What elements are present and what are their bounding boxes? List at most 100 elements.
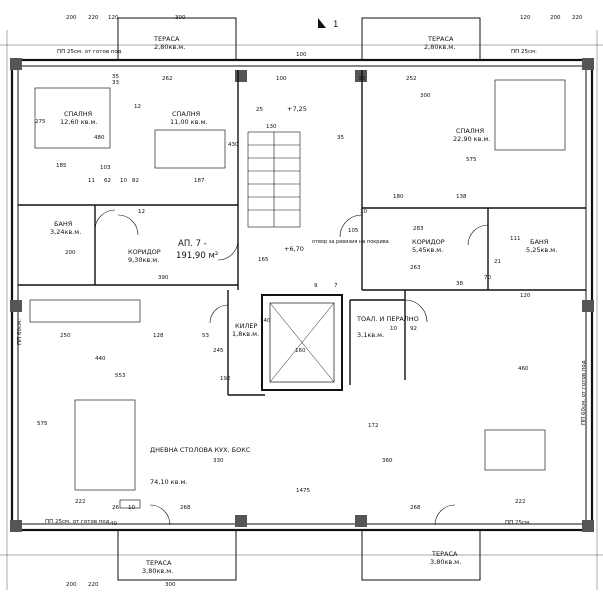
dim-text: 200: [66, 15, 77, 21]
room-corridor-2-name: КОРИДОР: [412, 238, 445, 246]
dim-text: 460: [518, 366, 529, 372]
floor-notes: ПП 25см. от готов под ПП 25см. ПП 25см. …: [17, 49, 587, 526]
dim-text: 222: [515, 499, 526, 505]
doors: [94, 209, 489, 526]
dim-text: 103: [100, 165, 111, 171]
section-number: 1: [333, 20, 338, 30]
dim-text: 263: [410, 265, 421, 271]
dim-text: 187: [194, 178, 205, 184]
dim-text: 220: [88, 582, 99, 588]
dim-text: 330: [213, 458, 224, 464]
dim-text: 128: [153, 333, 164, 339]
room-bedroom-1-area: 12,60 кв.м.: [60, 118, 97, 126]
room-terrace-nw-area: 2,80кв.м.: [154, 43, 185, 51]
dim-text: 138: [456, 194, 467, 200]
dimension-lines: [0, 30, 603, 590]
dim-text: 7: [334, 283, 338, 289]
note-right-side: ПП 60см. от готов под: [581, 360, 587, 425]
section-mark: 1: [318, 18, 338, 30]
dim-text: 92: [410, 326, 417, 332]
note-revision-opening: отвор за ревизия на покрива: [312, 239, 389, 245]
room-bedroom-3-area: 22,90 кв.м.: [453, 135, 490, 143]
dim-text: 200: [66, 582, 77, 588]
dim-text: 25: [256, 107, 263, 113]
dim-text: 53: [202, 333, 209, 339]
dimension-texts: 200 220 120 300 100 120 200 220 35 262 3…: [35, 15, 583, 588]
dim-text: 430: [228, 142, 239, 148]
dim-text: 111: [510, 236, 521, 242]
dim-text: 480: [94, 135, 105, 141]
dim-text: 10: [390, 326, 397, 332]
dim-text: 10: [120, 178, 127, 184]
dim-text: 268: [180, 505, 191, 511]
note-top-left: ПП 25см. от готов под: [57, 49, 122, 55]
dim-text: 192: [220, 376, 231, 382]
dim-text: 300: [175, 15, 186, 21]
room-terrace-sw-name: ТЕРАСА: [145, 559, 172, 567]
room-corridor-1-area: 9,30кв.м.: [128, 256, 159, 264]
dim-text: 35: [112, 74, 119, 80]
room-terrace-se-area: 3,80кв.м.: [430, 558, 461, 566]
dim-text: 200: [65, 250, 76, 256]
room-closet-name: КИЛЕР: [235, 322, 257, 330]
dim-text: 33: [112, 80, 119, 86]
columns: [10, 58, 594, 532]
room-bath-2-area: 5,25кв.м.: [526, 246, 557, 254]
outer-walls: [10, 58, 594, 532]
dim-text: 11: [88, 178, 95, 184]
room-terrace-nw-name: ТЕРАСА: [153, 35, 180, 43]
dim-text: 283: [413, 226, 424, 232]
room-bedroom-3-name: СПАЛНЯ: [456, 127, 484, 135]
room-bedroom-2-area: 11,00 кв.м.: [170, 118, 207, 126]
dim-text: 275: [35, 119, 46, 125]
dim-text: 62: [104, 178, 111, 184]
level-lower: +6,70: [284, 245, 304, 253]
room-bath-1-area: 3,24кв.м.: [50, 228, 81, 236]
dim-text: 21: [494, 259, 501, 265]
dim-text: 300: [165, 582, 176, 588]
dim-text: 165: [258, 257, 269, 263]
dim-text: 180: [393, 194, 404, 200]
dim-text: 130: [266, 124, 277, 130]
dim-text: 9: [314, 283, 318, 289]
dim-text: 40: [110, 521, 117, 527]
level-upper: +7,25: [287, 105, 307, 113]
note-bottom-right: ПП 25см.: [505, 520, 531, 526]
terraces: [117, 17, 481, 581]
room-toilet-area: 3,1кв.м.: [357, 331, 384, 339]
note-bottom-left: ПП 25см. от готов под: [45, 519, 110, 525]
room-bedroom-2-name: СПАЛНЯ: [172, 110, 200, 118]
dim-text: 440: [95, 356, 106, 362]
dim-text: 100: [296, 52, 307, 58]
furniture: [29, 79, 566, 509]
room-terrace-ne-area: 2,80кв.м.: [424, 43, 455, 51]
dim-text: 82: [132, 178, 139, 184]
dim-text: 245: [213, 348, 224, 354]
apartment-area: 191,90 м²: [176, 251, 218, 261]
dim-text: 35: [337, 135, 344, 141]
dim-text: 140: [260, 318, 271, 324]
dim-text: 10: [128, 505, 135, 511]
dim-text: 222: [75, 499, 86, 505]
dim-text: 172: [368, 423, 379, 429]
room-closet-area: 1,8кв.м.: [232, 330, 259, 338]
room-terrace-se-name: ТЕРАСА: [431, 550, 458, 558]
dim-text: 160: [295, 348, 306, 354]
interior-walls: [18, 70, 586, 396]
dim-text: 120: [108, 15, 119, 21]
dim-text: 268: [410, 505, 421, 511]
room-terrace-sw-area: 3,80кв.м.: [142, 567, 173, 575]
dim-text: 12: [134, 104, 141, 110]
dim-text: 120: [520, 15, 531, 21]
apartment-name: АП. 7 -: [178, 239, 207, 249]
room-bath-2-name: БАНЯ: [530, 238, 548, 246]
level-marks: +7,25 +6,70: [284, 105, 307, 253]
dim-text: 360: [382, 458, 393, 464]
room-bath-1-name: БАНЯ: [54, 220, 72, 228]
apartment-label: АП. 7 - 191,90 м²: [176, 239, 218, 261]
dim-text: 26: [112, 505, 119, 511]
room-terrace-ne-name: ТЕРАСА: [427, 35, 454, 43]
note-left-side: ПП 60см.: [17, 319, 23, 345]
dim-text: 12: [138, 209, 145, 215]
